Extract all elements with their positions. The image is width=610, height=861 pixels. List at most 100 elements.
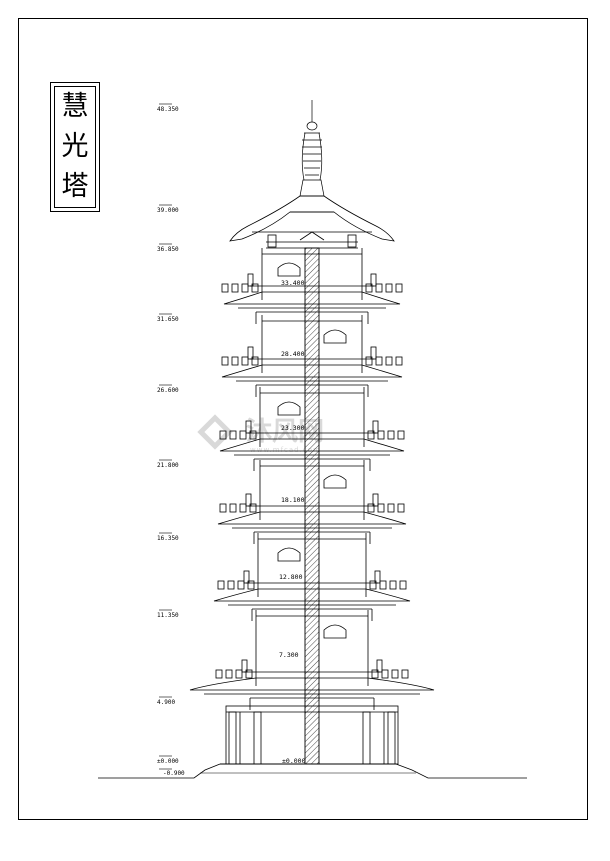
bracket [372, 420, 379, 434]
elevation-mark: 36.850 [157, 243, 179, 253]
bracket [245, 420, 252, 434]
dougong [395, 356, 403, 366]
dougong [247, 580, 255, 590]
elevation-mark: ±0.000 [157, 755, 179, 765]
dougong [389, 580, 397, 590]
dougong [377, 503, 385, 513]
floor-label: 18.100 [281, 496, 305, 504]
dougong [231, 356, 239, 366]
dougong [237, 580, 245, 590]
elevation-mark: 48.350 [157, 103, 179, 113]
dougong [251, 283, 259, 293]
top-roof [229, 195, 395, 249]
bracket [376, 659, 383, 673]
dougong [399, 580, 407, 590]
elevation-label: 39.000 [157, 207, 179, 214]
floor-label: 23.300 [281, 424, 305, 432]
floor-labels: 33.400 28.400 23.300 18.100 12.800 7.300… [279, 279, 306, 765]
elevation-mark: -0.900 [159, 768, 185, 777]
dougong [395, 283, 403, 293]
title-char-1: 慧 [61, 91, 89, 122]
dougong [221, 356, 229, 366]
watermark-url: www.mfcad.com [250, 446, 321, 454]
eave-roof [189, 677, 435, 691]
bracket [370, 346, 377, 360]
bracket [241, 659, 248, 673]
elevation-label: 21.800 [157, 462, 179, 469]
dougong [239, 430, 247, 440]
dougong [241, 283, 249, 293]
title-inner-border: 慧 光 塔 [54, 86, 96, 208]
dougong [229, 503, 237, 513]
window-arch [277, 547, 301, 562]
eave-roof [219, 438, 405, 452]
dougong [251, 356, 259, 366]
dougong [227, 580, 235, 590]
elevation-mark: 31.650 [157, 313, 179, 323]
elevation-mark: 26.600 [157, 384, 179, 394]
dougong [225, 669, 233, 679]
dougong [219, 503, 227, 513]
floor-label: 28.400 [281, 350, 305, 358]
floor-label: 33.400 [281, 279, 305, 287]
dougong [365, 283, 373, 293]
dougong [387, 430, 395, 440]
eave-roof [221, 364, 403, 378]
dougong [217, 580, 225, 590]
elevation-label: 4.900 [157, 699, 175, 706]
dougong [387, 503, 395, 513]
bracket [370, 273, 377, 287]
bracket [374, 570, 381, 584]
elevation-mark: 11.350 [157, 609, 179, 619]
window-arch [323, 474, 347, 489]
dougong [375, 356, 383, 366]
dougong [385, 356, 393, 366]
bracket [245, 493, 252, 507]
floor-label: ±0.000 [282, 757, 306, 765]
elevation-label: 48.350 [157, 106, 179, 113]
window-arch [323, 624, 347, 639]
dougong [379, 580, 387, 590]
dougong [397, 430, 405, 440]
dougong [221, 283, 229, 293]
dougong [229, 430, 237, 440]
dougong [381, 669, 389, 679]
dougong [371, 669, 379, 679]
dougong [235, 669, 243, 679]
bracket [247, 273, 254, 287]
eave-roof [223, 291, 401, 305]
dougong [231, 283, 239, 293]
dougong [367, 503, 375, 513]
ground-floor [225, 705, 399, 765]
dougong [365, 356, 373, 366]
dougong [375, 283, 383, 293]
spire [299, 100, 325, 197]
elevation-mark: 16.350 [157, 532, 179, 542]
elevation-label: 36.850 [157, 246, 179, 253]
bracket [243, 570, 250, 584]
dougong [401, 669, 409, 679]
elevation-label: 11.350 [157, 612, 179, 619]
elevation-label: 26.600 [157, 387, 179, 394]
floor-label: 7.300 [279, 651, 299, 659]
dougong [245, 669, 253, 679]
elevation-label: 31.650 [157, 316, 179, 323]
elevation-mark: 39.000 [157, 204, 179, 214]
elevation-label: ±0.000 [157, 758, 179, 765]
bracket [372, 493, 379, 507]
dougong [249, 503, 257, 513]
drawing-frame [18, 18, 588, 820]
elevation-column: 48.350 39.000 36.850 31.650 26.600 21.80… [157, 103, 185, 777]
dougong [219, 430, 227, 440]
dougong [391, 669, 399, 679]
window-arch [277, 262, 301, 277]
bracket [247, 346, 254, 360]
dougong [385, 283, 393, 293]
dougong [215, 669, 223, 679]
dougong [241, 356, 249, 366]
eave-roof [217, 511, 407, 525]
elevation-mark: 21.800 [157, 459, 179, 469]
dougong [369, 580, 377, 590]
storeys [189, 248, 435, 710]
